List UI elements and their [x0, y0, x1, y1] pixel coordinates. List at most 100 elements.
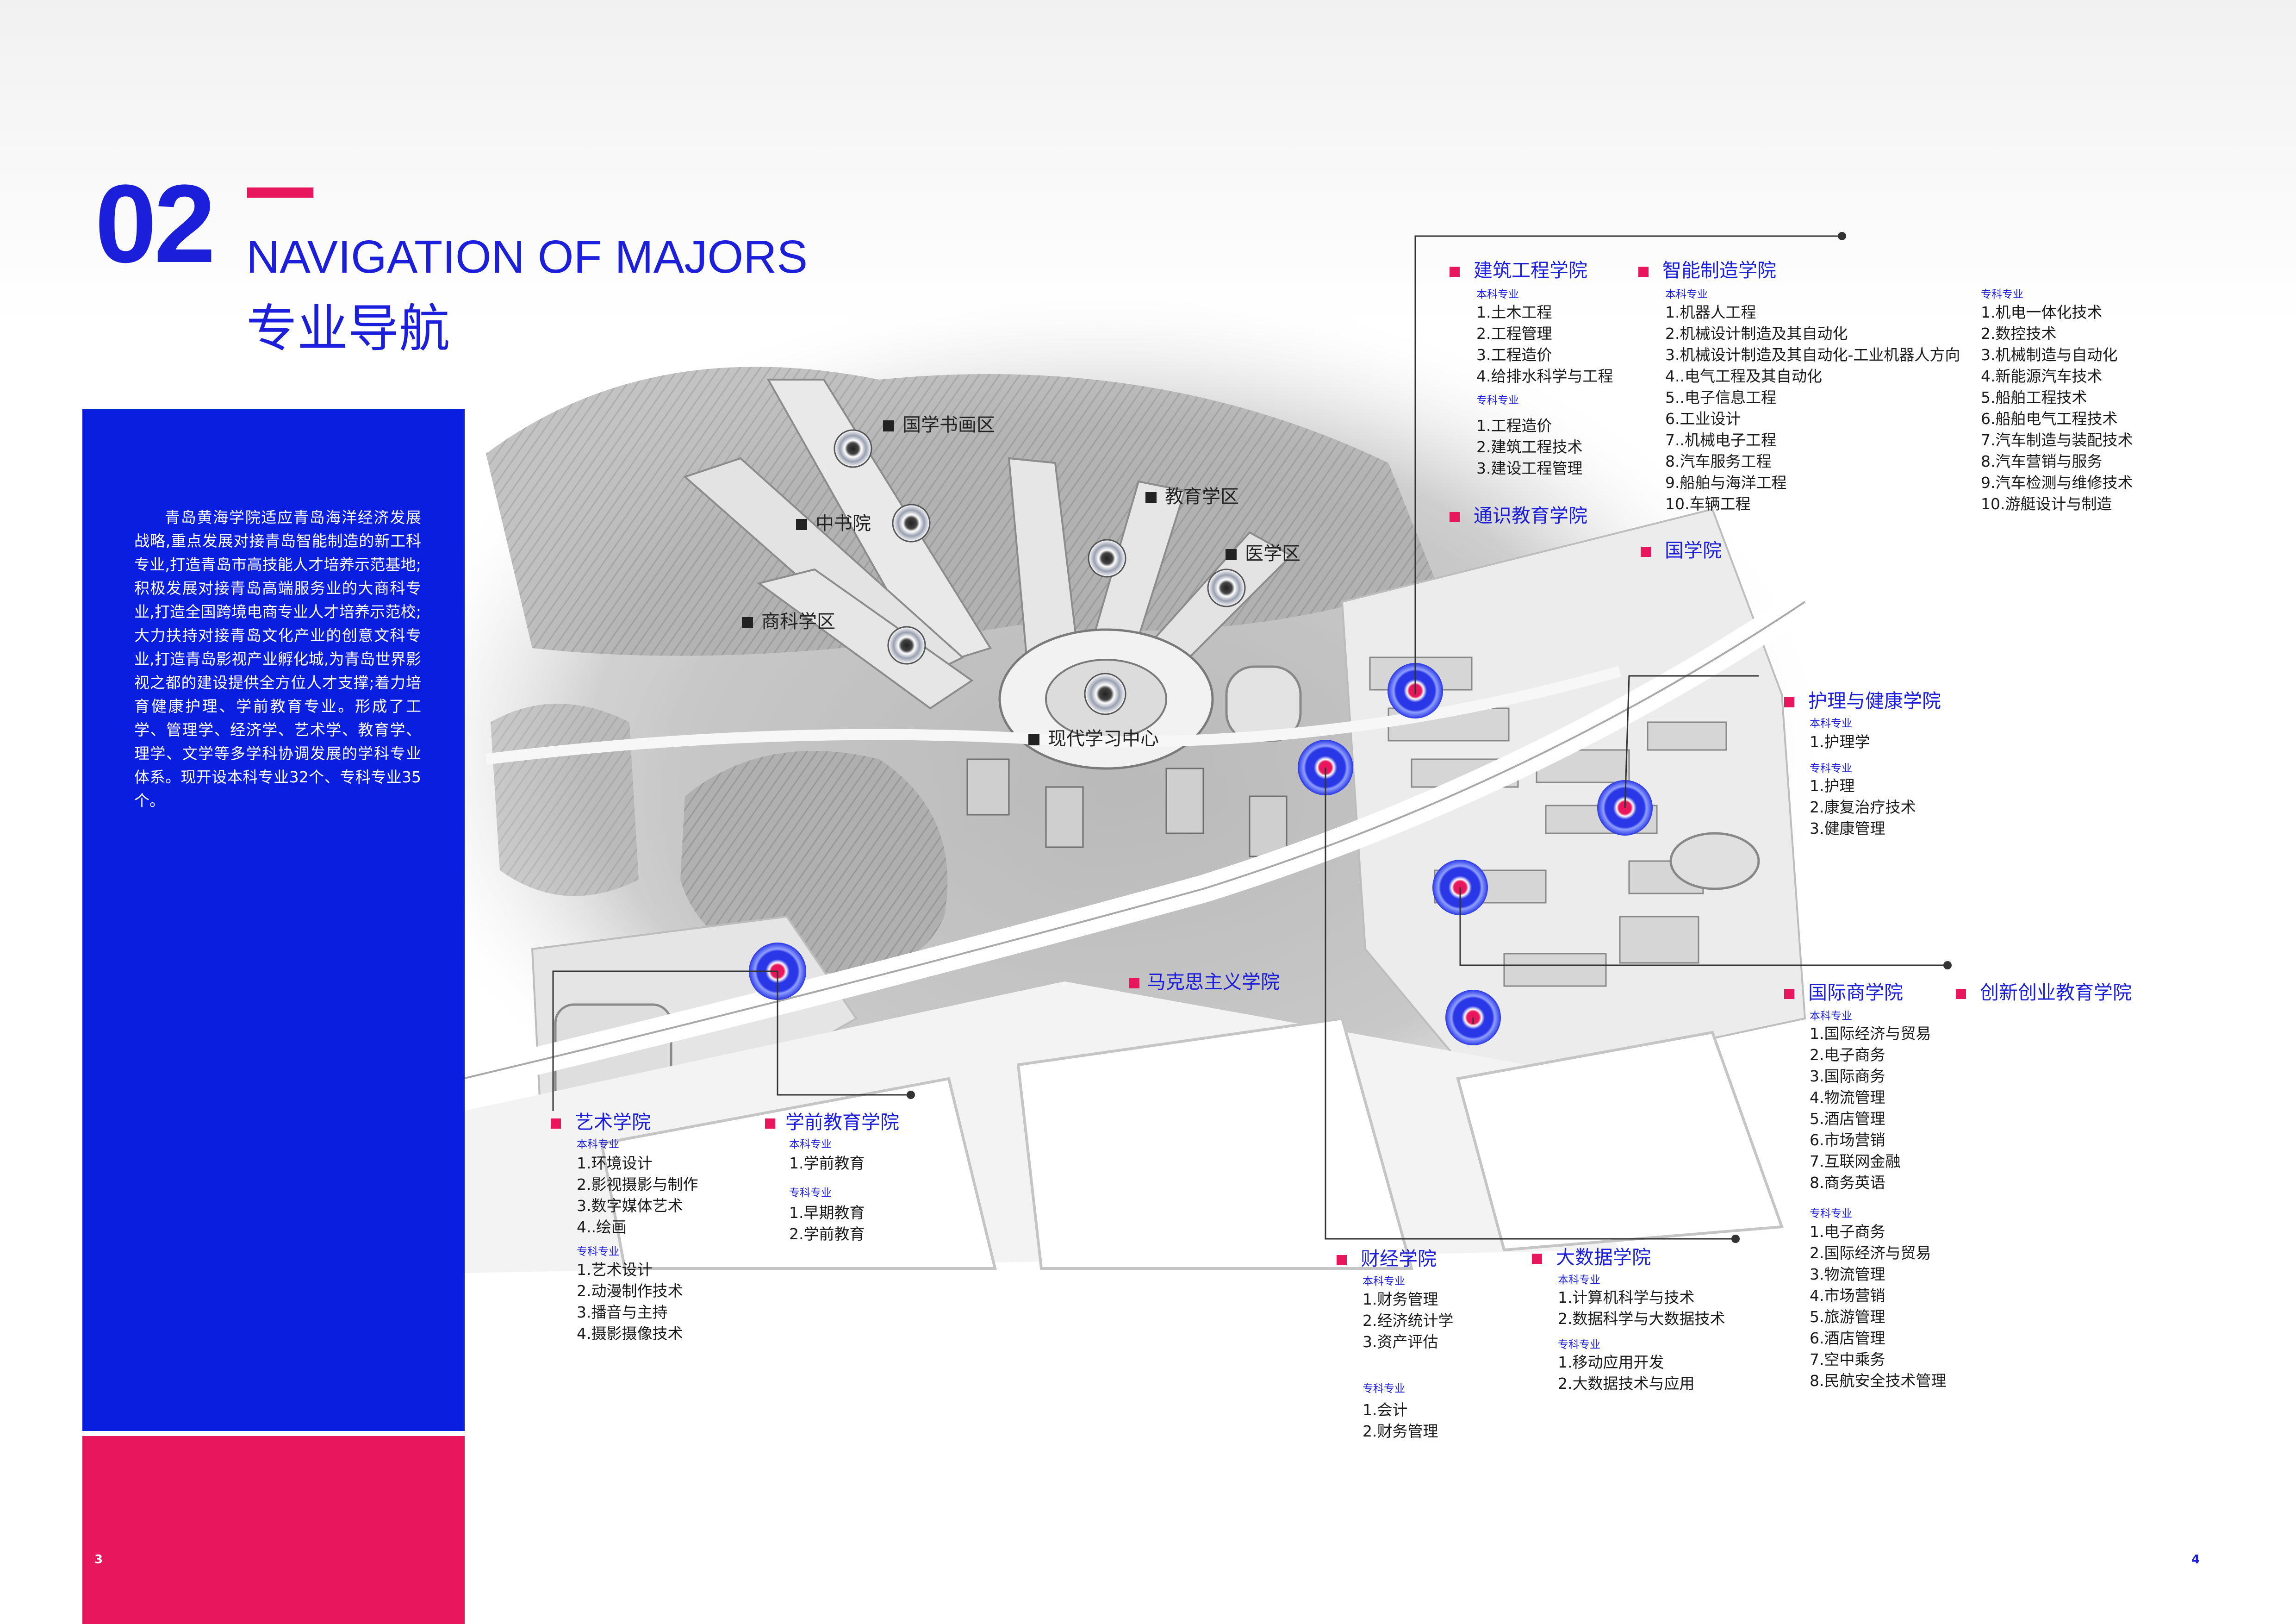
area-label-yixue: 医学区 [1226, 538, 1300, 565]
yishu-benke-list: 1.环境设计 2.影视摄影与制作 3.数字媒体艺术 4..绘画 [577, 1153, 698, 1238]
callout-dots [907, 232, 1952, 1243]
list-item: 6.船舶电气工程技术 [1981, 410, 2118, 428]
list-item: 7.空中乘务 [1810, 1350, 1885, 1368]
dashuju-zhuanke-list: 1.移动应用开发 2.大数据技术与应用 [1558, 1352, 1695, 1394]
college-name: 学前教育学院 [785, 1111, 899, 1133]
jianzhu-zhuanke-list: 1.工程造价 2.建筑工程技术 3.建设工程管理 [1476, 415, 1583, 479]
list-item: 1.财务管理 [1363, 1290, 1438, 1308]
benke-label: 本科专业 [1476, 288, 1519, 300]
caijing-zhuanke-list: 1.会计 2.财务管理 [1363, 1399, 1438, 1442]
page-number-right: 4 [2191, 1553, 2200, 1567]
title-accent-bar [247, 187, 313, 198]
list-item: 3.机械设计制造及其自动化-工业机器人方向 [1665, 346, 1960, 364]
title-chinese: 专业导航 [246, 299, 450, 358]
college-tongshi: 通识教育学院 [1450, 500, 1587, 528]
bullet-icon [765, 1118, 775, 1129]
page-number-left: 3 [94, 1553, 103, 1567]
list-item: 8.汽车服务工程 [1665, 452, 1772, 470]
list-item: 3.物流管理 [1810, 1265, 1885, 1283]
list-item: 1.机电一体化技术 [1981, 303, 2103, 321]
area-label-jiaoyu: 教育学区 [1145, 481, 1239, 508]
bullet-icon [1784, 989, 1794, 999]
list-item: 8.民航安全技术管理 [1810, 1372, 1947, 1390]
college-name: 财经学院 [1361, 1248, 1437, 1270]
title-english: NAVIGATION OF MAJORS [246, 231, 808, 283]
zhuanke-label: 专科专业 [1476, 394, 1519, 406]
list-item: 1.计算机科学与技术 [1558, 1288, 1695, 1306]
college-name: 艺术学院 [575, 1111, 651, 1133]
list-item: 3.国际商务 [1810, 1067, 1885, 1085]
list-item: 1.电子商务 [1810, 1223, 1885, 1241]
list-item: 2.数控技术 [1981, 325, 2057, 343]
intro-text: 青岛黄海学院适应青岛海洋经济发展战略,重点发展对接青岛智能制造的新工科专业,打造… [134, 508, 421, 810]
list-item: 1.工程造价 [1476, 417, 1552, 435]
benke-label: 本科专业 [1665, 288, 1708, 300]
south-plot-outlines [600, 1017, 1784, 1270]
list-item: 2.财务管理 [1363, 1422, 1438, 1440]
bullet-icon [1638, 267, 1649, 277]
list-item: 2.机械设计制造及其自动化 [1665, 325, 1848, 343]
list-item: 2.经济统计学 [1363, 1312, 1454, 1330]
list-item: 2.学前教育 [789, 1225, 865, 1243]
list-item: 2.影视摄影与制作 [577, 1175, 698, 1193]
college-name: 国际商学院 [1808, 981, 1903, 1004]
area-label-xiandai: 现代学习中心 [1028, 724, 1159, 750]
list-item: 5.旅游管理 [1810, 1308, 1885, 1326]
college-huli: 护理与健康学院 [1784, 685, 1941, 713]
college-name: 大数据学院 [1556, 1246, 1651, 1268]
area-label-shangke: 商科学区 [742, 606, 835, 633]
list-item: 1.艺术设计 [577, 1261, 653, 1279]
zhuanke-label: 专科专业 [1810, 762, 1852, 775]
hill-north [486, 367, 1435, 656]
list-item: 4..电气工程及其自动化 [1665, 367, 1822, 385]
list-item: 3.资产评估 [1363, 1333, 1438, 1351]
bullet-icon [551, 1118, 561, 1129]
list-item: 2.工程管理 [1476, 325, 1552, 343]
list-item: 1.学前教育 [789, 1154, 865, 1172]
college-name: 建筑工程学院 [1474, 259, 1587, 281]
list-item: 6.工业设计 [1665, 410, 1741, 428]
list-item: 3.健康管理 [1810, 819, 1885, 837]
zhuanke-label: 专科专业 [789, 1187, 832, 1199]
side-road [485, 666, 1622, 765]
area-markers [834, 429, 1246, 715]
benke-label: 本科专业 [1363, 1275, 1405, 1287]
college-name: 马克思主义学院 [1147, 971, 1280, 993]
zhuanke-label: 专科专业 [1810, 1208, 1852, 1220]
zhuanke-label: 专科专业 [1363, 1383, 1405, 1395]
list-item: 4.新能源汽车技术 [1981, 367, 2103, 385]
intro-panel [82, 409, 465, 1431]
zone-shangke [757, 568, 974, 710]
benke-label: 本科专业 [577, 1138, 619, 1150]
zone-guoxue [766, 379, 992, 668]
list-item: 4.物流管理 [1810, 1088, 1885, 1106]
zhineng-zhuanke-list: 1.机电一体化技术 2.数控技术 3.机械制造与自动化 4.新能源汽车技术 5.… [1981, 302, 2133, 515]
east-track [1669, 832, 1760, 890]
list-item: 10.游艇设计与制造 [1981, 495, 2112, 513]
list-item: 1.环境设计 [577, 1154, 653, 1172]
huli-zhuanke-list: 1.护理 2.康复治疗技术 3.健康管理 [1810, 775, 1916, 839]
list-item: 1.国际经济与贸易 [1810, 1024, 1931, 1043]
college-chuangxin: 创新创业教育学院 [1956, 977, 2132, 1005]
list-item: 1.移动应用开发 [1558, 1353, 1664, 1371]
list-item: 1.护理学 [1810, 733, 1870, 751]
caijing-benke-list: 1.财务管理 2.经济统计学 3.资产评估 [1363, 1289, 1454, 1353]
huli-benke-list: 1.护理学 [1810, 731, 1870, 753]
list-item: 5..电子信息工程 [1665, 388, 1776, 406]
list-item: 1.会计 [1363, 1401, 1408, 1419]
list-item: 8.汽车营销与服务 [1981, 452, 2103, 470]
college-name: 智能制造学院 [1662, 259, 1776, 281]
college-zhineng: 智能制造学院 [1638, 255, 1776, 282]
list-item: 4.给排水科学与工程 [1476, 367, 1613, 385]
list-item: 4.摄影摄像技术 [577, 1324, 683, 1343]
callout-lines [552, 235, 1948, 1240]
list-item: 1.护理 [1810, 777, 1855, 795]
list-item: 6.酒店管理 [1810, 1329, 1885, 1347]
list-item: 2.电子商务 [1810, 1046, 1885, 1064]
college-xueqian: 学前教育学院 [765, 1106, 899, 1134]
college-dashuju: 大数据学院 [1532, 1242, 1651, 1269]
guoji-benke-list: 1.国际经济与贸易 2.电子商务 3.国际商务 4.物流管理 5.酒店管理 6.… [1810, 1023, 1931, 1193]
college-name: 通识教育学院 [1474, 505, 1587, 527]
list-item: 9.船舶与海洋工程 [1665, 474, 1787, 492]
